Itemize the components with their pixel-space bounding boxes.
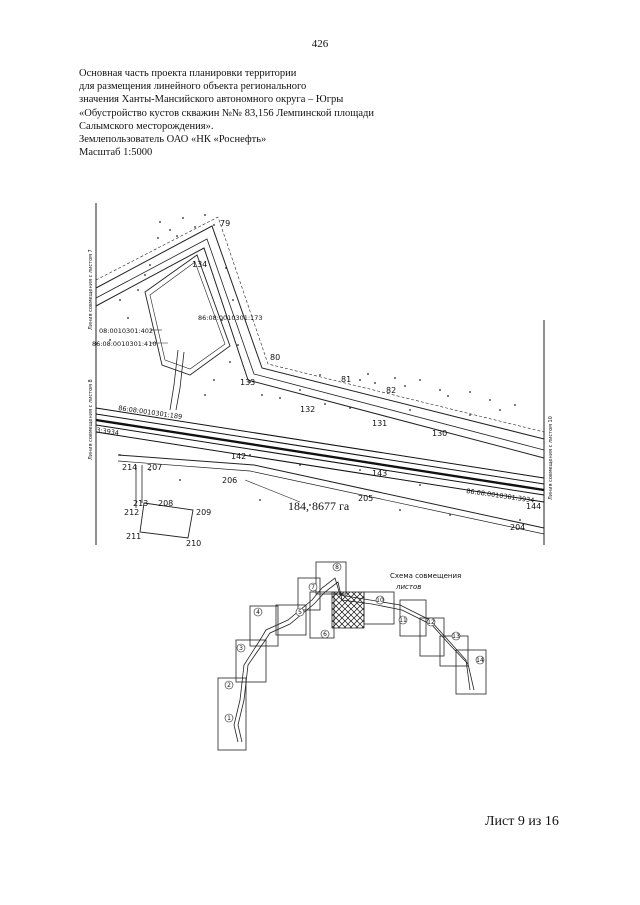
point-label-130: 130 <box>432 429 447 438</box>
point-label-132: 132 <box>300 405 315 414</box>
cadastral-label-173: 86:08:0010301:173 <box>198 314 262 322</box>
svg-text:14: 14 <box>476 657 484 664</box>
point-label-214: 214 <box>122 463 137 472</box>
svg-text:8: 8 <box>335 564 339 571</box>
scheme-title-line1: Схема совмещения <box>390 572 461 580</box>
svg-text:5: 5 <box>298 609 302 616</box>
point-label-204: 204 <box>510 523 525 532</box>
svg-text:7: 7 <box>311 584 315 591</box>
joint-label-sheet10: Линия совмещения с листом 10 <box>548 416 554 500</box>
header-line: Землепользователь ОАО «НК «Роснефть» <box>79 134 267 146</box>
svg-text:4: 4 <box>256 609 260 616</box>
point-label-142: 142 <box>231 452 246 461</box>
area-label: 184, 8677 га <box>288 499 350 513</box>
svg-text:6: 6 <box>323 631 327 638</box>
point-label-211: 211 <box>126 532 141 541</box>
header-line: значения Ханты-Мансийского автономного о… <box>79 94 344 106</box>
cadastral-label-3934-left: 3:3934 <box>96 426 120 437</box>
svg-text:1: 1 <box>227 715 231 722</box>
svg-text:3: 3 <box>239 645 243 652</box>
page-number: 426 <box>311 38 329 50</box>
svg-text:13: 13 <box>452 633 460 640</box>
scheme-sheet-rect <box>275 604 307 636</box>
scheme-sheet-rect <box>235 639 267 683</box>
well-pad <box>144 254 231 411</box>
svg-text:2: 2 <box>227 682 231 689</box>
point-label-131: 131 <box>372 419 387 428</box>
scheme-route <box>233 577 475 743</box>
pipeline-corridor <box>95 407 545 503</box>
point-label-133: 133 <box>240 378 255 387</box>
point-label-210: 210 <box>186 539 201 548</box>
cadastral-label-402: 08:0010301:402 <box>99 327 153 335</box>
point-labels: 79 134 80 81 82 133 132 131 130 142 143 … <box>122 219 541 548</box>
point-label-82: 82 <box>386 386 396 395</box>
small-parcel <box>139 502 194 539</box>
joint-label-sheet8: Линия совмещения с листом 8 <box>88 379 94 460</box>
point-label-213: 213 <box>133 499 148 508</box>
point-label-212: 212 <box>124 508 139 517</box>
point-label-143: 143 <box>372 469 387 478</box>
scheme-sheet-rect <box>455 649 487 695</box>
terrain-dots <box>109 214 521 521</box>
point-label-207: 207 <box>147 463 162 472</box>
point-label-208: 208 <box>158 499 173 508</box>
sheet-label: Лист 9 из 16 <box>485 814 559 829</box>
header-line: Основная часть проекта планировки террит… <box>79 68 297 79</box>
cadastral-leaders <box>150 329 168 344</box>
header-line: «Обустройство кустов скважин №№ 83,156 Л… <box>79 107 374 119</box>
svg-text:11: 11 <box>399 617 407 624</box>
index-scheme <box>217 561 487 751</box>
upper-road-corridor <box>95 216 545 459</box>
point-label-205: 205 <box>358 494 373 503</box>
svg-text:12: 12 <box>427 619 435 626</box>
scheme-sheet-rect-current <box>331 591 365 629</box>
point-label-134: 134 <box>192 260 207 269</box>
point-label-79: 79 <box>220 219 230 228</box>
joint-line-labels: Линия совмещения с листом 7 Линия совмещ… <box>88 249 554 500</box>
point-label-206: 206 <box>222 476 237 485</box>
scheme-sheet-rect <box>315 561 347 595</box>
lower-boundary <box>117 454 545 535</box>
header-line: для размещения линейного объекта региона… <box>79 81 307 93</box>
point-label-209: 209 <box>196 508 211 517</box>
joint-label-sheet7: Линия совмещения с листом 7 <box>88 249 94 330</box>
scheme-title-line2: листов <box>395 583 421 591</box>
point-label-81: 81 <box>341 375 351 384</box>
scheme-sheet-rect <box>217 677 247 751</box>
header-block: Основная часть проекта планировки террит… <box>79 67 479 159</box>
cadastral-label-3934-right: 86:08:0010301:3934 <box>466 487 535 504</box>
header-line: Салымского месторождения». <box>79 120 214 132</box>
scheme-sheet-rect <box>249 605 279 647</box>
cadastral-label-410: 86:08:0010301:410 <box>92 340 156 348</box>
area-leader-line <box>244 479 301 503</box>
svg-text:10: 10 <box>376 597 384 604</box>
point-label-80: 80 <box>270 353 280 362</box>
header-line: Масштаб 1:5000 <box>79 147 153 159</box>
scheme-sheet-numbers: 1 2 3 4 5 6 7 8 10 11 12 13 14 <box>224 562 485 723</box>
point-label-144: 144 <box>526 502 541 511</box>
